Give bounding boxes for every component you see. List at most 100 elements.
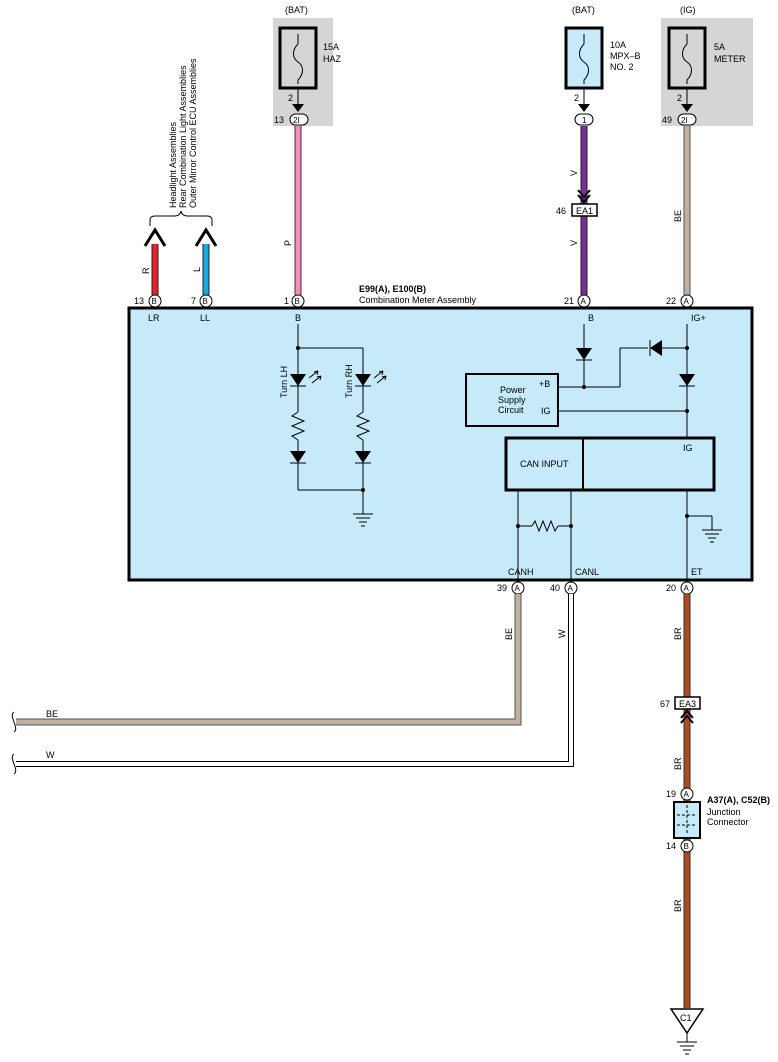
fuse-haz-source: (BAT) [285, 5, 308, 15]
ground-point-c1: C1 [669, 1008, 705, 1055]
svg-text:W: W [557, 629, 567, 638]
svg-text:Outer Mirror Control ECU Assem: Outer Mirror Control ECU Assemblies [188, 58, 198, 208]
svg-text:40: 40 [550, 583, 560, 593]
svg-text:Turn RH: Turn RH [344, 364, 354, 398]
svg-text:A: A [581, 297, 587, 306]
svg-text:Turn LH: Turn LH [279, 366, 289, 398]
svg-text:Junction: Junction [707, 807, 741, 817]
resistor-icon [531, 519, 559, 533]
led-light-icon [373, 370, 387, 384]
power-supply-circuit: Power Supply Circuit +B IG [465, 324, 695, 438]
svg-text:W: W [46, 750, 55, 760]
svg-text:A37(A), C52(B): A37(A), C52(B) [707, 795, 770, 805]
svg-text:IG: IG [683, 443, 693, 453]
resistor-icon [290, 411, 306, 441]
svg-text:MPX–B: MPX–B [610, 51, 641, 61]
svg-text:CANH: CANH [508, 567, 534, 577]
ground-icon [677, 1041, 697, 1055]
svg-text:Rear Combination Light Assembl: Rear Combination Light Assemblies [178, 65, 188, 208]
diode-icon [355, 451, 371, 463]
arrow-up-icon [194, 227, 218, 247]
svg-text:B: B [684, 842, 689, 851]
svg-text:7: 7 [191, 296, 196, 306]
svg-text:C1: C1 [680, 1013, 692, 1023]
wire-pink: P [283, 126, 302, 295]
svg-text:B: B [152, 297, 157, 306]
fuse-mpx: (BAT) 10A MPX–B NO. 2 2 1 [564, 5, 641, 126]
meter-ref: E99(A), E100(B) [359, 284, 426, 294]
svg-text:13: 13 [274, 115, 284, 125]
svg-text:46: 46 [556, 206, 566, 216]
svg-text:1: 1 [582, 116, 587, 125]
wire-brown: BR BR BR EA3 67 A 19 B 14 A37(A), C52(B)… [660, 594, 770, 1055]
pin-ll: B 7 LL [191, 294, 213, 323]
fuse-haz: (BAT) 15A HAZ 2 2I 13 [273, 5, 342, 126]
diode-icon [679, 374, 695, 386]
svg-text:LL: LL [200, 313, 210, 323]
svg-text:A: A [515, 584, 521, 593]
svg-text:BE: BE [46, 709, 58, 719]
svg-text:BE: BE [673, 210, 683, 222]
ground-icon [353, 513, 373, 527]
svg-text:P: P [283, 240, 293, 246]
svg-text:Power: Power [500, 385, 526, 395]
svg-text:Headlight Assemblies: Headlight Assemblies [168, 121, 178, 208]
svg-text:14: 14 [666, 841, 676, 851]
svg-text:L: L [192, 267, 202, 272]
pin-et: A 20 [666, 581, 694, 595]
svg-text:V: V [569, 170, 579, 176]
svg-text:13: 13 [134, 296, 144, 306]
turn-lamps: Turn LH Turn RH [279, 324, 387, 527]
svg-text:1: 1 [284, 296, 289, 306]
svg-text:B: B [588, 313, 594, 323]
wire-white-canl: W W [11, 594, 574, 775]
pin-canh: A 39 [497, 581, 525, 595]
destination-brace: Headlight Assemblies Rear Combination Li… [149, 58, 213, 226]
resistor-icon [355, 411, 371, 441]
svg-text:B: B [295, 313, 301, 323]
svg-text:BE: BE [504, 628, 514, 640]
svg-text:2: 2 [574, 93, 579, 103]
pin-b: B 1 B [284, 294, 305, 323]
svg-text:5A: 5A [714, 42, 725, 52]
svg-text:BR: BR [673, 899, 683, 912]
svg-text:LR: LR [148, 313, 160, 323]
svg-text:BR: BR [673, 627, 683, 640]
fuse-mpx-icon [579, 34, 589, 84]
svg-text:EA3: EA3 [679, 699, 696, 709]
wire-beige-canh: BE BE [11, 594, 522, 733]
svg-text:2: 2 [288, 93, 293, 103]
svg-text:CANL: CANL [575, 567, 599, 577]
svg-text:39: 39 [497, 583, 507, 593]
svg-text:BR: BR [673, 757, 683, 770]
svg-text:(IG): (IG) [680, 5, 696, 15]
svg-text:B: B [203, 297, 208, 306]
svg-text:A: A [684, 584, 690, 593]
svg-text:IG+: IG+ [691, 313, 706, 323]
svg-text:R: R [141, 267, 151, 274]
svg-text:2I: 2I [681, 116, 688, 125]
svg-text:Connector: Connector [707, 817, 749, 827]
diode-icon [290, 451, 306, 463]
svg-text:10A: 10A [610, 40, 626, 50]
led-light-icon [308, 370, 322, 384]
pin-lr: B 13 LR [134, 294, 162, 323]
svg-text:22: 22 [666, 296, 676, 306]
svg-text:V: V [569, 240, 579, 246]
fuse-meter: (IG) 5A METER 2 2I 49 [661, 5, 753, 126]
diode-icon [650, 340, 662, 356]
svg-text:67: 67 [660, 699, 670, 709]
svg-text:15A: 15A [323, 42, 339, 52]
wire-blue: L [192, 227, 218, 295]
pin-b-a: A 21 B [564, 294, 594, 323]
svg-text:Circuit: Circuit [498, 405, 524, 415]
svg-text:A: A [684, 297, 690, 306]
wire-beige-meter: BE [673, 126, 691, 295]
fuse-meter-icon [682, 34, 692, 84]
wire-red: R [141, 227, 167, 295]
junction-connector: A 19 B 14 A37(A), C52(B) Junction Connec… [666, 787, 770, 853]
arrow-up-icon [143, 227, 167, 247]
svg-text:IG: IG [541, 406, 551, 416]
svg-text:(BAT): (BAT) [572, 5, 595, 15]
svg-text:CAN INPUT: CAN INPUT [520, 459, 569, 469]
